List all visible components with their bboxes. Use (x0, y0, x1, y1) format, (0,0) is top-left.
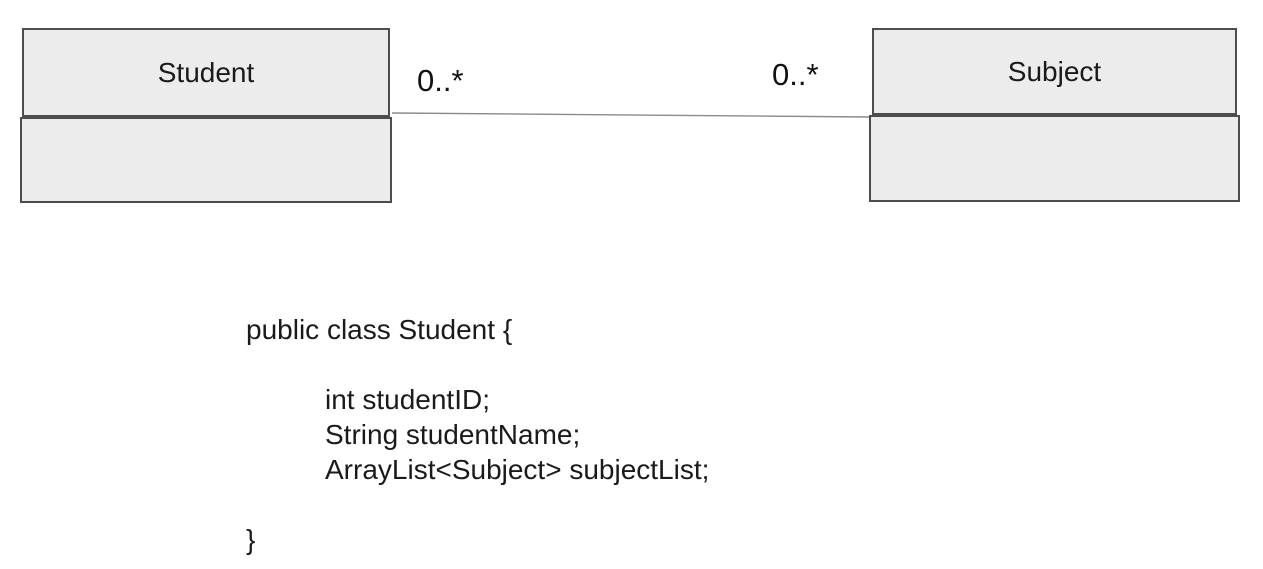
code-line: String studentName; (246, 419, 581, 450)
code-line: int studentID; (246, 384, 490, 415)
class-box-student-attributes (20, 117, 392, 203)
class-name-subject: Subject (1007, 55, 1102, 87)
class-name-student: Student (157, 56, 255, 88)
code-line (246, 347, 709, 382)
multiplicity-subject-end: 0..* (772, 57, 819, 92)
code-line: ArrayList<Subject> subjectList; (246, 454, 710, 485)
class-box-student-title: Student (22, 28, 390, 117)
code-line (246, 487, 709, 522)
code-line: } (246, 524, 256, 555)
class-box-subject-attributes (869, 115, 1240, 202)
code-line: public class Student { (246, 314, 513, 345)
multiplicity-student-end: 0..* (417, 63, 464, 98)
code-block: public class Student { int studentID; St… (246, 312, 709, 557)
class-box-subject-title: Subject (872, 28, 1237, 115)
